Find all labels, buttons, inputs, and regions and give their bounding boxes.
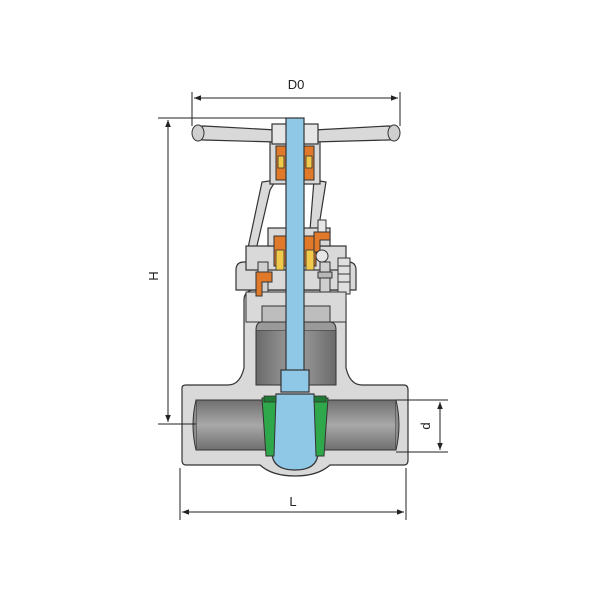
- dimension-l: L: [179, 468, 407, 520]
- h-label: H: [146, 271, 161, 280]
- gate-wedge-icon: [261, 393, 329, 471]
- dimension-h: H: [146, 117, 286, 425]
- dimension-d0: D0: [191, 77, 401, 126]
- valve-stem-icon: [280, 117, 310, 393]
- dimension-d: d: [396, 399, 448, 453]
- d-label: d: [418, 422, 433, 429]
- d0-label: D0: [288, 77, 305, 92]
- l-label: L: [289, 494, 296, 509]
- handwheel-icon: [191, 123, 401, 145]
